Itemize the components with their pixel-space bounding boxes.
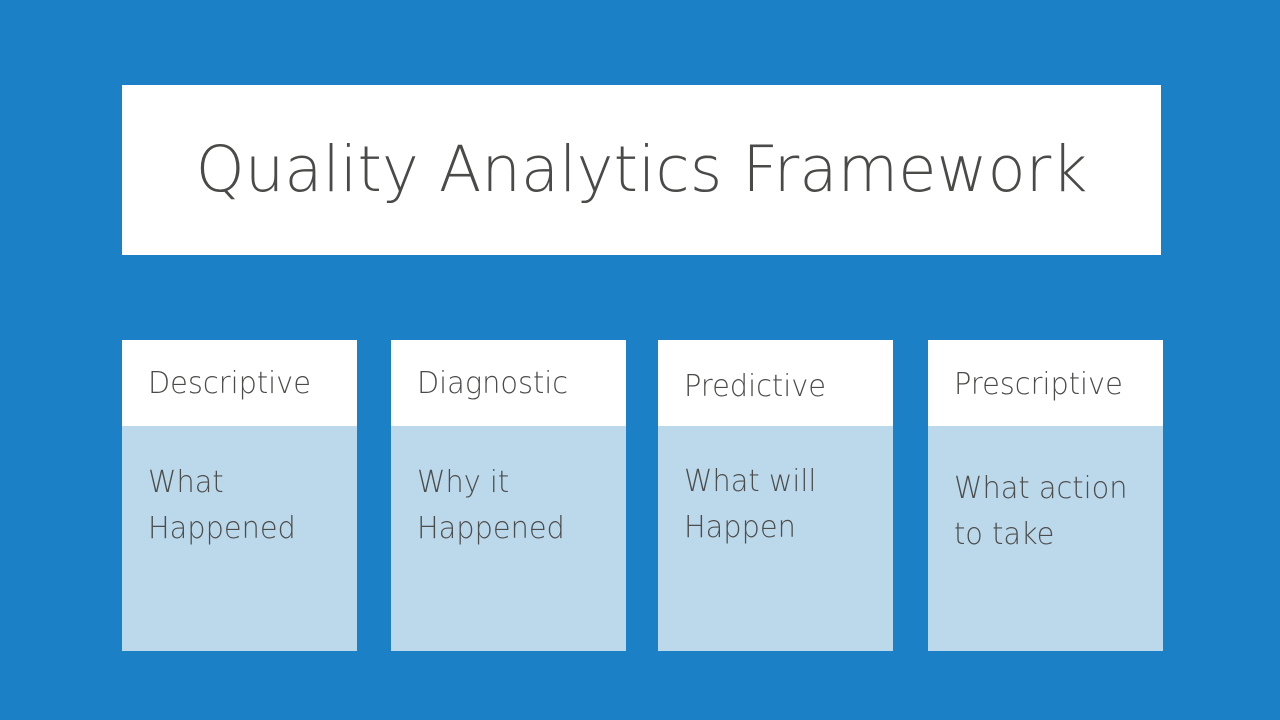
card-title-diagnostic: Diagnostic bbox=[417, 365, 569, 401]
card-body-diagnostic: Why it Happened bbox=[391, 426, 626, 651]
card-body-prescriptive: What action to take bbox=[928, 426, 1163, 651]
card-header-diagnostic: Diagnostic bbox=[391, 340, 626, 426]
analytics-card-diagnostic[interactable]: Diagnostic Why it Happened bbox=[391, 340, 626, 651]
analytics-card-descriptive[interactable]: Descriptive What Happened bbox=[122, 340, 357, 651]
analytics-card-prescriptive[interactable]: Prescriptive What action to take bbox=[928, 340, 1163, 651]
analytics-card-predictive[interactable]: Predictive What will Happen bbox=[658, 340, 893, 651]
card-header-descriptive: Descriptive bbox=[122, 340, 357, 426]
card-header-prescriptive: Prescriptive bbox=[928, 340, 1163, 426]
page-title: Quality Analytics Framework bbox=[195, 132, 1088, 206]
card-header-predictive: Predictive bbox=[658, 340, 893, 426]
title-banner: Quality Analytics Framework bbox=[122, 85, 1161, 255]
card-description-predictive: What will Happen bbox=[684, 464, 817, 545]
card-body-descriptive: What Happened bbox=[122, 426, 357, 651]
card-title-predictive: Predictive bbox=[684, 368, 826, 404]
card-title-prescriptive: Prescriptive bbox=[954, 366, 1123, 402]
analytics-card-row: Descriptive What Happened Diagnostic Why… bbox=[122, 340, 1163, 651]
card-title-descriptive: Descriptive bbox=[148, 365, 311, 401]
card-body-predictive: What will Happen bbox=[658, 426, 893, 651]
card-description-diagnostic: Why it Happened bbox=[417, 465, 565, 546]
card-description-prescriptive: What action to take bbox=[954, 471, 1128, 552]
card-description-descriptive: What Happened bbox=[148, 465, 296, 546]
